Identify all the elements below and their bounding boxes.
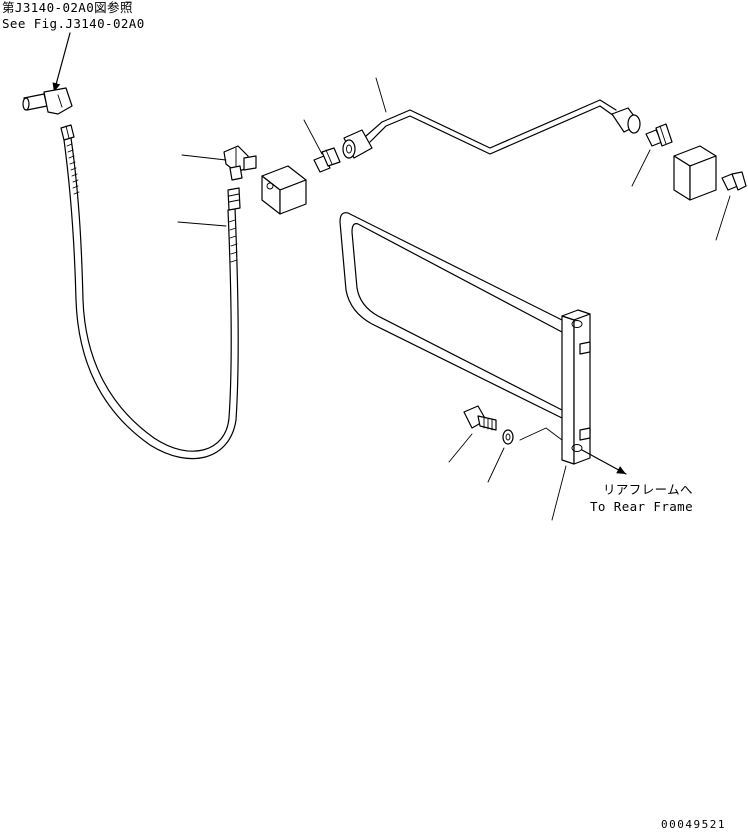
leader-bolt xyxy=(448,433,473,463)
rear-frame-arrow xyxy=(519,427,627,475)
washer xyxy=(502,429,514,445)
connector-far-right xyxy=(721,171,747,191)
guard-frame xyxy=(339,212,563,419)
hose-nut-top xyxy=(60,124,75,141)
hose-end-fitting xyxy=(227,187,241,211)
rear-frame-label-en: To Rear Frame xyxy=(590,499,694,514)
junction-block-right xyxy=(673,145,717,201)
bolt xyxy=(463,405,497,431)
leader-plate xyxy=(551,465,567,521)
flexible-hose xyxy=(63,137,239,460)
junction-block-left xyxy=(261,165,307,215)
rear-frame-label-jp: リアフレームへ xyxy=(603,482,693,497)
leader-elbow-middle xyxy=(181,154,227,161)
reference-arrow xyxy=(52,32,71,93)
tube-nut-right xyxy=(611,107,641,134)
reference-label-jp: 第J3140-02A0図参照 xyxy=(2,0,133,15)
connector-right xyxy=(645,123,673,147)
leader-washer xyxy=(487,447,505,483)
tube-nut-left xyxy=(342,129,373,159)
reference-label-en: See Fig.J3140-02A0 xyxy=(2,16,145,31)
mounting-plate xyxy=(561,309,591,465)
leader-tube xyxy=(375,77,387,113)
elbow-fitting-middle xyxy=(223,145,257,181)
leader-connector-left xyxy=(303,119,323,155)
leader-lines xyxy=(177,77,731,521)
leader-connector-far-right xyxy=(715,195,731,241)
leader-connector-right xyxy=(631,149,651,187)
leader-hose xyxy=(177,221,227,227)
drawing-number: 00049521 xyxy=(661,818,726,831)
elbow-fitting-top xyxy=(22,87,73,115)
rigid-tube xyxy=(365,99,617,155)
connector-left xyxy=(313,147,341,173)
